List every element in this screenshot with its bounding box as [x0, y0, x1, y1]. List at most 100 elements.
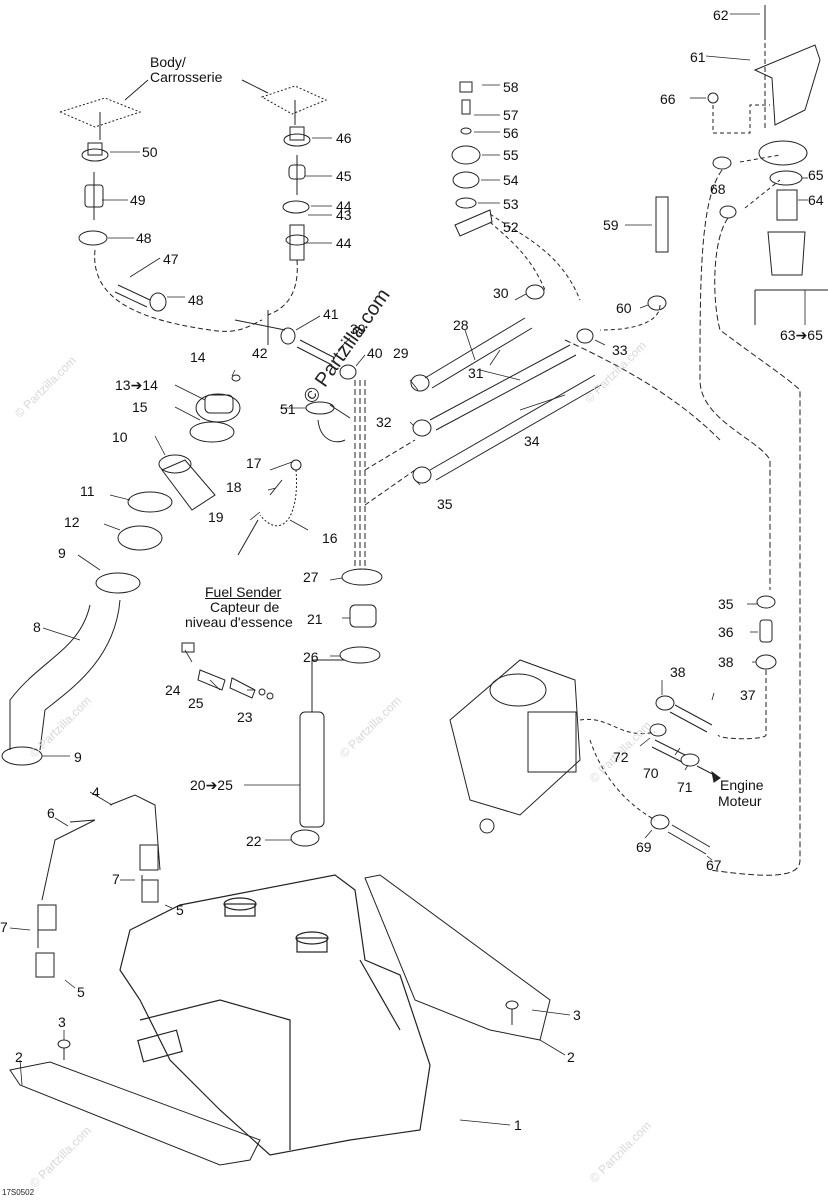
- callout-62[interactable]: 62: [713, 7, 729, 23]
- callout-16[interactable]: 16: [322, 530, 338, 546]
- clamp-38b: [755, 654, 777, 670]
- callout-32[interactable]: 32: [376, 414, 392, 430]
- callout-28[interactable]: 28: [453, 317, 469, 333]
- callout-42[interactable]: 42: [252, 345, 268, 361]
- tee-42: [234, 310, 286, 345]
- callout-20-25[interactable]: 20➔25: [190, 777, 233, 793]
- callout-63-65[interactable]: 63➔65: [780, 327, 823, 343]
- callout-14[interactable]: 14: [190, 349, 206, 365]
- callout-2[interactable]: 2: [15, 1049, 23, 1065]
- callout-48[interactable]: 48: [188, 292, 204, 308]
- callout-52[interactable]: 52: [503, 219, 519, 235]
- callout-36[interactable]: 36: [718, 624, 734, 640]
- callout-4[interactable]: 4: [92, 784, 100, 800]
- callout-69[interactable]: 69: [636, 839, 652, 855]
- callout-7[interactable]: 7: [112, 871, 120, 887]
- callout-66[interactable]: 66: [660, 91, 676, 107]
- callout-56[interactable]: 56: [503, 125, 519, 141]
- callout-21[interactable]: 21: [307, 611, 323, 627]
- callout-68[interactable]: 68: [710, 181, 726, 197]
- callout-37[interactable]: 37: [740, 687, 756, 703]
- callout-6[interactable]: 6: [47, 805, 55, 821]
- clamp-38a: [655, 695, 675, 711]
- callout-25[interactable]: 25: [188, 695, 204, 711]
- callout-38[interactable]: 38: [718, 654, 734, 670]
- callout-10[interactable]: 10: [112, 429, 128, 445]
- callout-5[interactable]: 5: [77, 984, 85, 1000]
- callout-55[interactable]: 55: [503, 147, 519, 163]
- callout-26[interactable]: 26: [303, 649, 319, 665]
- callout-34[interactable]: 34: [524, 433, 540, 449]
- callout-53[interactable]: 53: [503, 196, 519, 212]
- callout-30[interactable]: 30: [493, 285, 509, 301]
- callout-39[interactable]: 39: [350, 321, 366, 337]
- callout-18[interactable]: 18: [226, 479, 242, 495]
- clamp-35b: [756, 595, 776, 609]
- callout-1[interactable]: 1: [514, 1117, 522, 1133]
- hose-37: [669, 704, 713, 733]
- callout-57[interactable]: 57: [503, 107, 519, 123]
- callout-5[interactable]: 5: [176, 902, 184, 918]
- callout-13-14[interactable]: 13➔14: [115, 377, 158, 393]
- callout-71[interactable]: 71: [677, 779, 693, 795]
- callout-8[interactable]: 8: [33, 619, 41, 635]
- callout-47[interactable]: 47: [163, 251, 179, 267]
- clamp-32: [412, 419, 432, 437]
- clamp-44a: [282, 200, 310, 214]
- callout-58[interactable]: 58: [503, 79, 519, 95]
- callout-50[interactable]: 50: [142, 144, 158, 160]
- callout-7[interactable]: 7: [0, 919, 8, 935]
- callout-38[interactable]: 38: [670, 664, 686, 680]
- body-panel-left: [58, 79, 149, 140]
- callout-35[interactable]: 35: [437, 496, 453, 512]
- screw-3b: [505, 1000, 519, 1025]
- callout-64[interactable]: 64: [808, 192, 824, 208]
- callout-9[interactable]: 9: [74, 749, 82, 765]
- oring-65: [769, 170, 803, 186]
- callout-3[interactable]: 3: [58, 1014, 66, 1030]
- label-fuel-sender-fr2: niveau d'essence: [185, 614, 293, 630]
- callout-48[interactable]: 48: [136, 230, 152, 246]
- callout-51[interactable]: 51: [280, 401, 296, 417]
- callout-54[interactable]: 54: [503, 172, 519, 188]
- pan-plate-2b: [364, 874, 551, 1041]
- callout-27[interactable]: 27: [303, 569, 319, 585]
- callout-23[interactable]: 23: [237, 709, 253, 725]
- callout-12[interactable]: 12: [64, 514, 80, 530]
- callout-45[interactable]: 45: [336, 168, 352, 184]
- hose-39: [296, 339, 336, 366]
- screw-3a: [57, 1039, 71, 1060]
- callout-43[interactable]: 43: [336, 207, 352, 223]
- callout-41[interactable]: 41: [323, 306, 339, 322]
- callout-70[interactable]: 70: [643, 765, 659, 781]
- carburetor: [449, 659, 581, 834]
- callout-35[interactable]: 35: [718, 596, 734, 612]
- hose-47: [114, 284, 151, 308]
- bowl-63: [767, 231, 806, 276]
- callout-33[interactable]: 33: [612, 342, 628, 358]
- callout-65[interactable]: 65: [808, 167, 824, 183]
- callout-59[interactable]: 59: [603, 217, 619, 233]
- callout-24[interactable]: 24: [165, 682, 181, 698]
- callout-46[interactable]: 46: [336, 130, 352, 146]
- callout-17[interactable]: 17: [246, 455, 262, 471]
- callout-40[interactable]: 40: [367, 345, 383, 361]
- callout-9[interactable]: 9: [58, 545, 66, 561]
- callout-11[interactable]: 11: [80, 483, 95, 499]
- callout-67[interactable]: 67: [706, 857, 722, 873]
- callout-31[interactable]: 31: [468, 365, 484, 381]
- fitting-36: [759, 619, 773, 643]
- callout-29[interactable]: 29: [393, 345, 409, 361]
- callout-3[interactable]: 3: [573, 1007, 581, 1023]
- callout-44[interactable]: 44: [336, 198, 352, 214]
- callout-61[interactable]: 61: [690, 49, 706, 65]
- callout-19[interactable]: 19: [208, 509, 224, 525]
- callout-2[interactable]: 2: [567, 1049, 575, 1065]
- filter-head: [758, 140, 808, 166]
- callout-44[interactable]: 44: [336, 235, 352, 251]
- callout-22[interactable]: 22: [246, 833, 262, 849]
- callout-15[interactable]: 15: [132, 399, 148, 415]
- callout-49[interactable]: 49: [130, 192, 146, 208]
- callout-72[interactable]: 72: [613, 749, 629, 765]
- callout-60[interactable]: 60: [616, 300, 632, 316]
